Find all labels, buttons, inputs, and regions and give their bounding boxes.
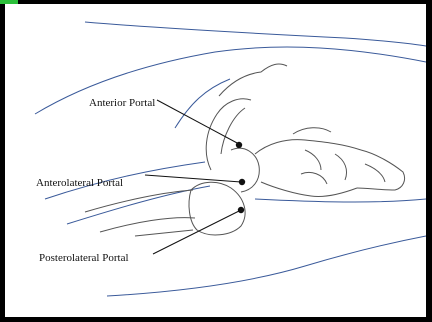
bone-outline	[85, 64, 405, 236]
portal-dot-posterolateral	[238, 207, 244, 213]
leader-lines	[145, 100, 241, 254]
anterolateral-portal-label: Anterolateral Portal	[36, 177, 123, 189]
leader-line-anterolateral	[145, 175, 241, 182]
portal-dots	[236, 142, 245, 213]
posterolateral-portal-label: Posterolateral Portal	[39, 252, 129, 264]
ankle-illustration: Anterior Portal Anterolateral Portal Pos…	[5, 4, 426, 317]
anterior-portal-label: Anterior Portal	[89, 97, 155, 109]
leader-line-posterolateral	[153, 210, 241, 254]
portal-dot-anterolateral	[239, 179, 245, 185]
ankle-drawing	[5, 4, 426, 317]
leader-line-anterior	[157, 100, 239, 144]
portal-dot-anterior	[236, 142, 242, 148]
